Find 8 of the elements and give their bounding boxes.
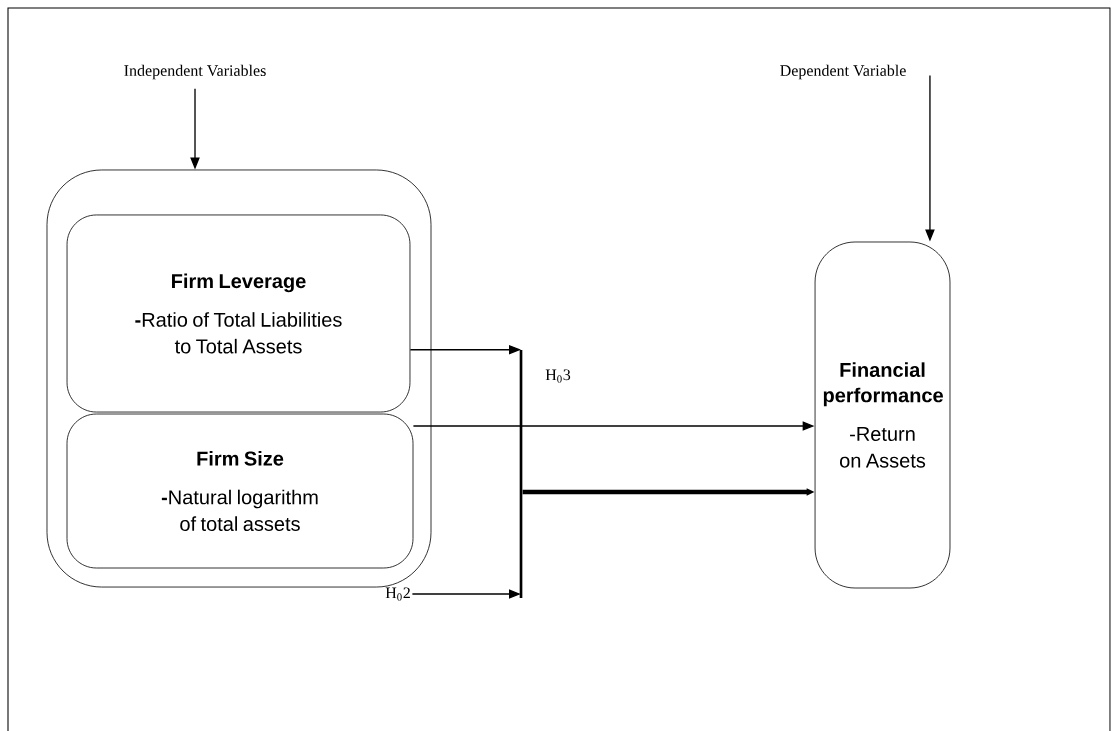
hypothesis-label: H$_{0}$2 — [385, 587, 410, 601]
variable-box: Firm Leverage -Ratio of Total Liabilities to Total Assets — [66, 214, 411, 413]
group-box — [46, 169, 432, 588]
variable-box: Financial performance -Return on Assets — [814, 241, 951, 589]
hypothesis-label: H$_{0}$3 — [545, 369, 571, 383]
heading-text: Dependent Variable — [780, 64, 906, 80]
variable-box: Firm Size -Natural logarithm of total assets — [66, 413, 414, 569]
heading-text: Independent Variables — [124, 64, 266, 80]
